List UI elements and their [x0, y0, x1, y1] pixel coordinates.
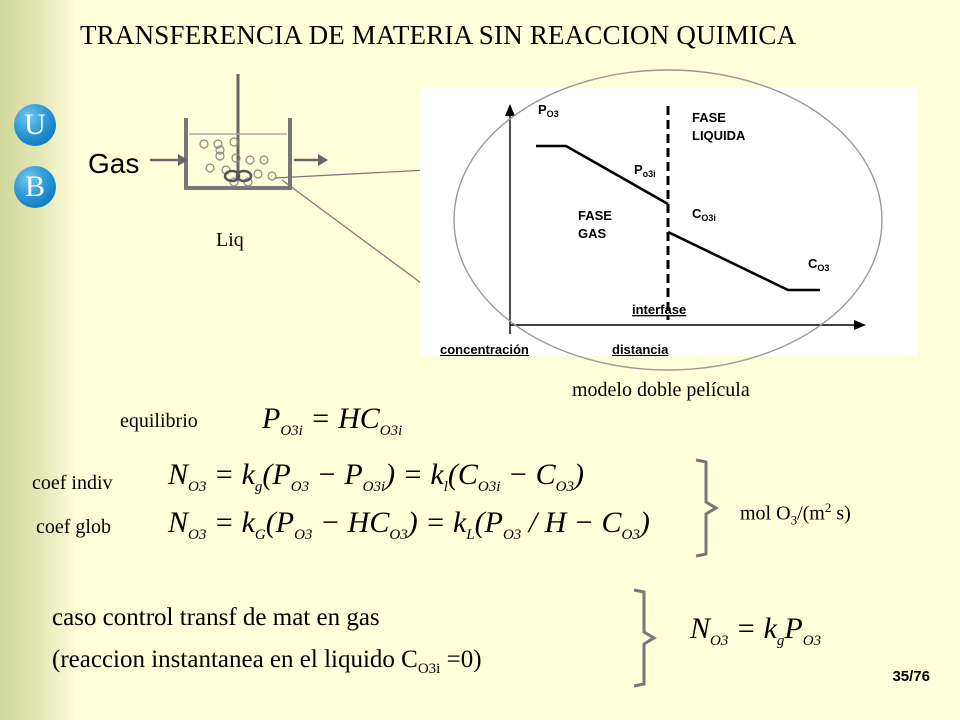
c-o3i-sub: O3i: [701, 213, 716, 223]
page-number: 35/76: [892, 668, 930, 685]
concentracion-label: concentración: [440, 342, 529, 356]
individual-coefficient-equation: NO3 = kg(PO3 − PO3i) = kl(CO3i − CO3): [168, 458, 585, 495]
p-o3i-sub: o3i: [643, 169, 656, 179]
svg-text:PO3: PO3: [538, 102, 559, 119]
logo-b-icon: B: [14, 166, 56, 208]
caption-modelo-doble-pelicula: modelo doble película: [572, 379, 750, 401]
p-o3-label: P: [538, 102, 547, 117]
case-line2: (reaccion instantanea en el liquido CO3i…: [52, 646, 482, 677]
units-label: mol O3/(m2 s): [740, 500, 851, 528]
equilibrio-label: equilibrio: [120, 410, 198, 432]
case-line1: caso control transf de mat en gas: [52, 604, 380, 631]
gas-control-equation: NO3 = kgPO3: [690, 612, 822, 649]
svg-text:CO3i: CO3i: [692, 206, 716, 223]
c-o3-label: C: [808, 256, 818, 271]
fase-liquida-line2: LIQUIDA: [692, 128, 746, 143]
c-o3i-label: C: [692, 206, 702, 221]
fase-gas-line2: GAS: [578, 226, 607, 241]
brace-units: [695, 458, 719, 558]
coef-glob-label: coef glob: [36, 516, 111, 538]
c-o3-sub: O3: [817, 263, 829, 273]
interfase-label: interfase: [632, 302, 686, 317]
distancia-label: distancia: [612, 342, 669, 356]
liq-label: Liq: [216, 229, 244, 251]
equilibrium-equation: PO3i = HCO3i: [262, 402, 403, 439]
svg-text:Po3i: Po3i: [634, 162, 656, 179]
fase-liquida-line1: FASE: [692, 110, 726, 125]
gas-label: Gas: [88, 148, 140, 179]
coef-indiv-label: coef indiv: [32, 472, 113, 494]
double-film-plot: PO3 FASE LIQUIDA Po3i FASE GAS CO3i CO3 …: [420, 88, 918, 357]
reactor-diagram: [150, 74, 328, 190]
p-o3-sub: O3: [547, 109, 559, 119]
magnifier-circle: [453, 69, 883, 371]
slide-title: TRANSFERENCIA DE MATERIA SIN REACCION QU…: [80, 20, 797, 50]
fase-gas-line1: FASE: [578, 208, 612, 223]
brace-case: [633, 588, 657, 688]
p-o3i-label: P: [634, 162, 643, 177]
global-coefficient-equation: NO3 = kG(PO3 − HCO3) = kL(PO3 / H − CO3): [168, 506, 650, 543]
logo-u-icon: U: [14, 104, 56, 146]
svg-text:CO3: CO3: [808, 256, 829, 273]
